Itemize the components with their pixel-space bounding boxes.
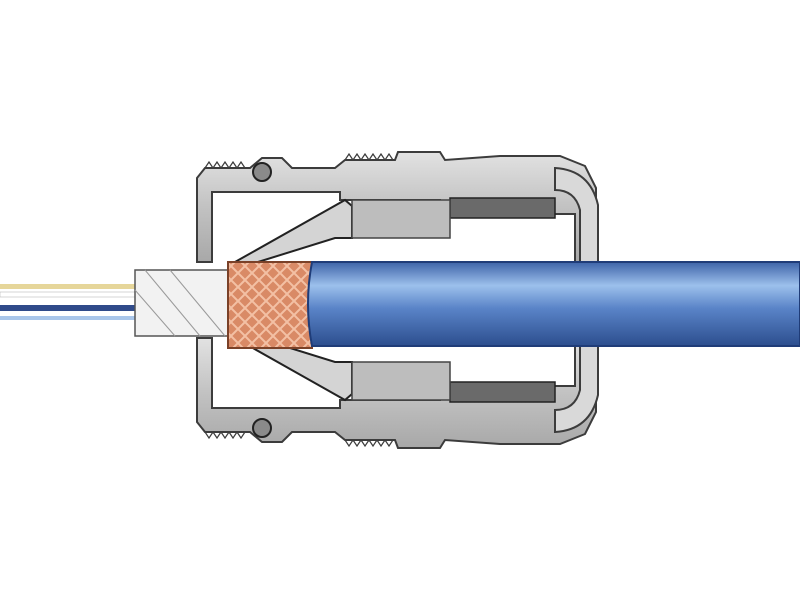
dome-cap: [554, 166, 599, 434]
cable-jacket: [307, 261, 800, 347]
braided-shield: [227, 261, 313, 349]
inner-sheath: [134, 269, 236, 337]
o-ring-bottom: [252, 418, 272, 438]
seal-ring: [351, 197, 556, 403]
wire-light-blue: [0, 316, 235, 320]
threads: [204, 152, 394, 448]
wire-yellow: [0, 284, 235, 289]
wire-blue: [0, 305, 235, 311]
o-ring-top: [252, 162, 272, 182]
gland-body: [196, 151, 597, 449]
